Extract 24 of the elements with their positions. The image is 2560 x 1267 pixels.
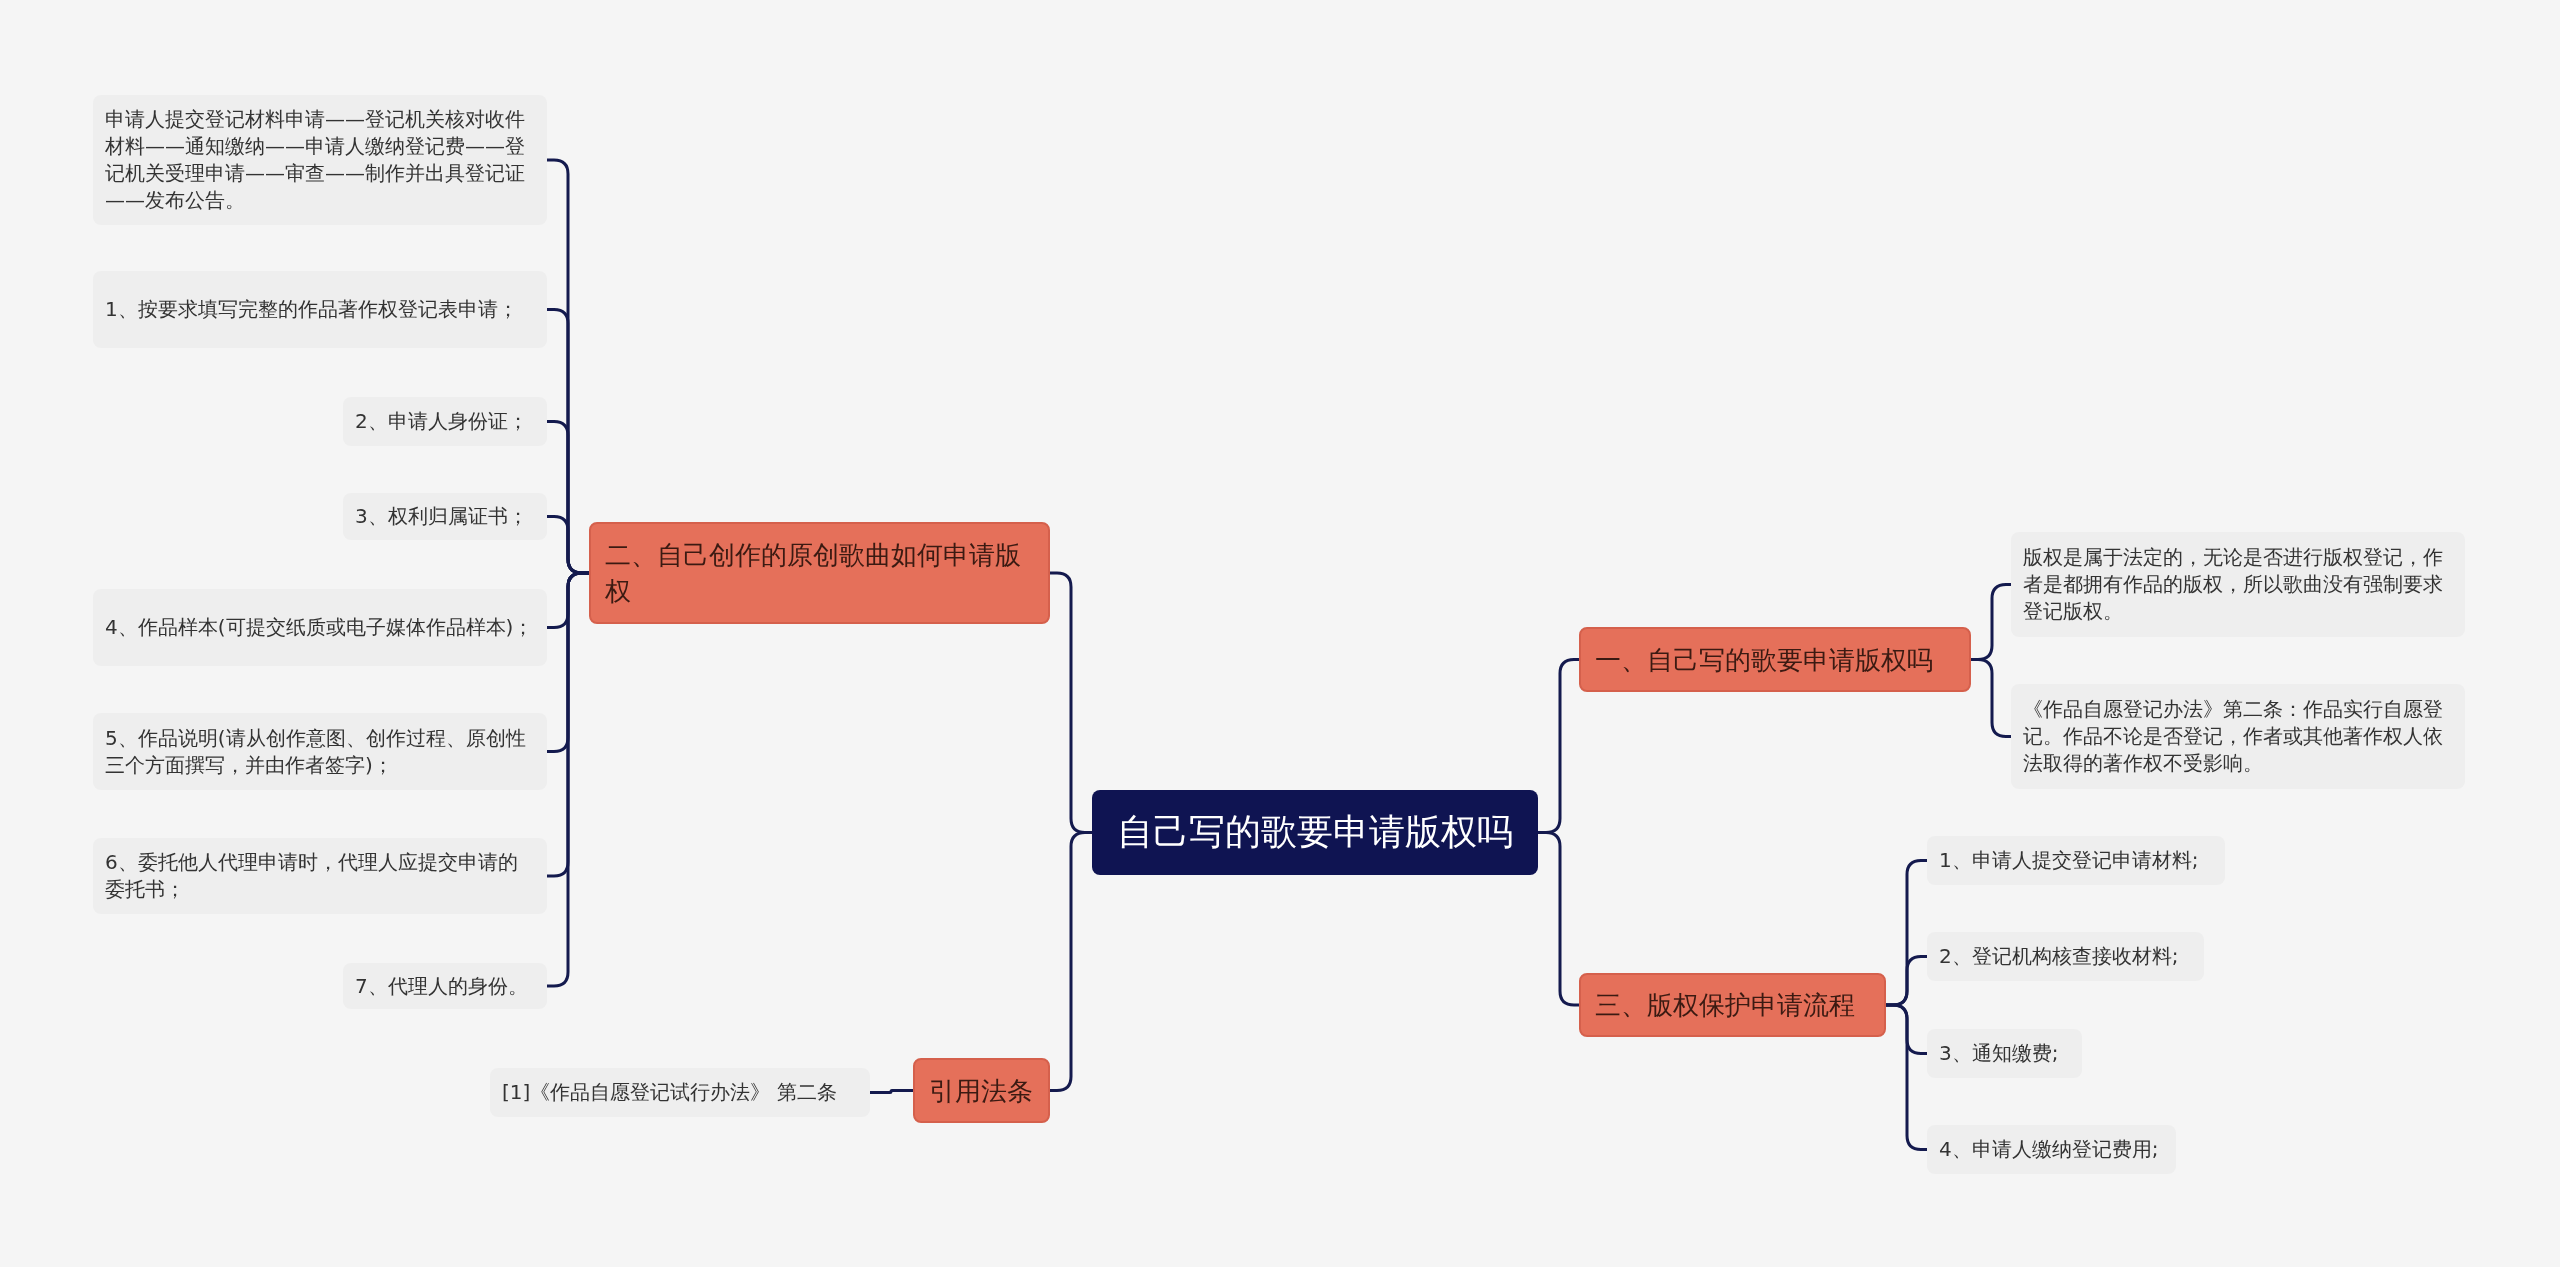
- topic-box: 引用法条: [913, 1058, 1050, 1123]
- connector-line: [1050, 831, 1092, 1092]
- note-box: 版权是属于法定的，无论是否进行版权登记，作者是都拥有作品的版权，所以歌曲没有强制要求登记版权。: [2011, 532, 2465, 637]
- topic-box: 三、版权保护申请流程: [1579, 973, 1886, 1037]
- connector-line: [1538, 831, 1579, 1007]
- topic-box: 一、自己写的歌要申请版权吗: [1579, 627, 1971, 692]
- connector-line: [870, 1089, 913, 1094]
- note-box: 4、作品样本(可提交纸质或电子媒体作品样本)；: [93, 589, 547, 666]
- note-box: 3、权利归属证书；: [343, 493, 547, 540]
- note-box: 7、代理人的身份。: [343, 963, 547, 1009]
- note-box: 《作品自愿登记办法》第二条：作品实行自愿登记。作品不论是否登记，作者或其他著作权人依法取得的著作权不受影响。: [2011, 684, 2465, 789]
- note-box: [1]《作品自愿登记试行办法》 第二条: [490, 1068, 870, 1117]
- note-box: 申请人提交登记材料申请——登记机关核对收件材料——通知缴纳——申请人缴纳登记费——登记机关受理申请——审查——制作并出具登记证——发布公告。: [93, 95, 547, 225]
- note-box: 4、申请人缴纳登记费用;: [1927, 1125, 2176, 1174]
- note-box: 1、按要求填写完整的作品著作权登记表申请；: [93, 271, 547, 348]
- note-box: 3、通知缴费;: [1927, 1029, 2082, 1078]
- note-box: 1、申请人提交登记申请材料;: [1927, 836, 2225, 885]
- connector-line: [547, 571, 589, 988]
- note-box: 5、作品说明(请从创作意图、创作过程、原创性三个方面撰写，并由作者签字)；: [93, 713, 547, 790]
- note-box: 2、申请人身份证；: [343, 397, 547, 446]
- note-box: 2、登记机构核查接收材料;: [1927, 932, 2204, 981]
- topic-box: 二、自己创作的原创歌曲如何申请版权: [589, 522, 1050, 624]
- note-box: 6、委托他人代理申请时，代理人应提交申请的委托书；: [93, 838, 547, 914]
- root-topic-box: 自己写的歌要申请版权吗: [1092, 790, 1538, 875]
